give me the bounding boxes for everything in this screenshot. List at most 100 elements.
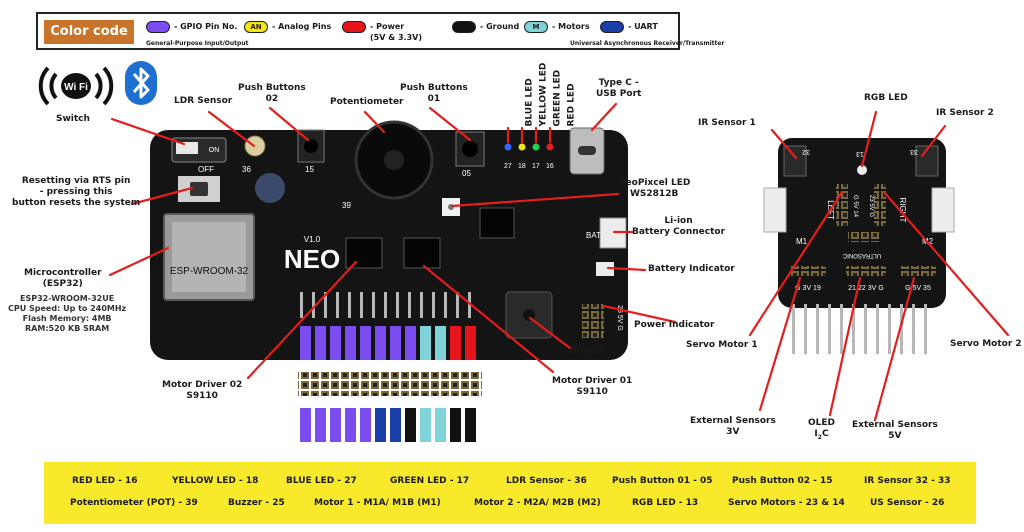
label-external-sensors-3v: External Sensors 3V: [690, 416, 776, 437]
pin-color-block: [375, 326, 386, 360]
pin-map-cell: GREEN LED - 17: [390, 476, 470, 486]
legend-label: - Motors: [552, 22, 590, 31]
microcontroller-spec: ESP32-WROOM-32UE CPU Speed: Up to 240MHz…: [8, 294, 127, 333]
pin-color-block: [390, 326, 401, 360]
label-blue-led: BLUE LED: [524, 78, 535, 127]
legend-item: - Power (5V & 3.3V): [342, 21, 422, 43]
legend-swatch: [342, 21, 366, 33]
pin-color-block: [390, 408, 401, 442]
pin-map-cell: Motor 2 - M2A/ M2B (M2): [474, 498, 601, 508]
pin-color-block: [375, 408, 386, 442]
blue-led-part: [504, 143, 512, 151]
svg-text:32: 32: [802, 148, 810, 155]
label-external-sensors-5v: External Sensors 5V: [852, 420, 938, 441]
pin-color-block: [360, 408, 371, 442]
label-servo-motor-1: Servo Motor 1: [686, 340, 758, 350]
svg-text:27: 27: [504, 163, 512, 170]
pin-color-block: [450, 408, 461, 442]
legend-swatch: [600, 21, 624, 33]
label-motor-driver-02: Motor Driver 02 S9110: [162, 380, 243, 401]
label-ir-sensor-2: IR Sensor 2: [936, 108, 994, 118]
label-buzzer: Buzzer: [570, 346, 605, 356]
pin-map-cell: LDR Sensor - 36: [506, 476, 587, 486]
label-yellow-led: YELLOW LED: [538, 62, 549, 127]
pin-color-block: [435, 408, 446, 442]
label-push-buttons-01: Push Buttons 01: [400, 83, 468, 104]
legend-item: - UART: [600, 21, 658, 33]
label-potentiometer: Potentiometer: [330, 97, 404, 107]
pin-labels-bottom: [300, 408, 476, 442]
svg-text:36: 36: [242, 165, 251, 174]
legend-label: - Power (5V & 3.3V): [370, 22, 422, 42]
svg-text:23 5V G: 23 5V G: [868, 195, 874, 217]
pin-color-block: [420, 326, 431, 360]
pin-color-block: [300, 408, 311, 442]
rgb-led-part: [857, 165, 867, 175]
svg-text:M1: M1: [796, 237, 808, 246]
pin-map-cell: RED LED - 16: [72, 476, 138, 486]
svg-text:17: 17: [532, 163, 540, 170]
wifi-icon: Wi Fi: [38, 66, 114, 106]
red-led-part: [546, 143, 554, 151]
svg-text:21 22 3V G: 21 22 3V G: [848, 285, 883, 292]
pin-color-block: [420, 408, 431, 442]
svg-text:G 3V 19: G 3V 19: [795, 285, 821, 292]
leader-lines: [108, 102, 1010, 422]
legend-item: - GPIO Pin No.: [146, 21, 237, 33]
pin-labels-top: [300, 326, 476, 360]
legend-label: - GPIO Pin No.: [174, 22, 238, 31]
label-liion-connector: Li-ion Battery Connector: [632, 216, 726, 237]
legend-swatch: M: [524, 21, 548, 33]
label-usb-port: Type C - USB Port: [596, 78, 642, 99]
label-microcontroller: Microcontroller (ESP32): [24, 268, 102, 289]
board-pin-stubs: [300, 292, 471, 318]
switch-on-text: ON: [209, 147, 220, 154]
legend-label: - UART: [628, 22, 658, 31]
pin-map-cell: BLUE LED - 27: [286, 476, 357, 486]
label-battery-indicator: Battery Indicator: [648, 264, 735, 274]
label-switch: Switch: [56, 114, 90, 124]
pin-color-block: [360, 326, 371, 360]
label-green-led: GREEN LED: [552, 69, 563, 127]
label-rgb-led: RGB LED: [864, 93, 908, 103]
pin-map-cell: Push Button 02 - 15: [732, 476, 833, 486]
svg-text:15: 15: [305, 165, 314, 174]
pin-color-block: [435, 326, 446, 360]
pin-map-table: RED LED - 16 YELLOW LED - 18 BLUE LED - 27…: [44, 462, 976, 524]
ir-sensor-1-part: [783, 145, 807, 177]
label-oled: OLED I2C: [808, 418, 835, 443]
wifi-text: Wi Fi: [64, 82, 88, 93]
svg-text:RIGHT: RIGHT: [898, 198, 907, 223]
led-label-group: BLUE LED YELLOW LED GREEN LED RED LED: [499, 62, 577, 130]
label-ir-sensor-1: IR Sensor 1: [698, 118, 756, 128]
pin-color-block: [405, 408, 416, 442]
pin-color-block: [315, 326, 326, 360]
legend-swatch: [146, 21, 170, 33]
pin-map-cell: US Sensor - 26: [870, 498, 945, 508]
board-diagram: ON OFF 36 15 05 39 27 18 17 16: [108, 102, 1010, 442]
yellow-led-part: [518, 143, 526, 151]
label-motor-driver-01: Motor Driver 01 S9110: [552, 376, 633, 397]
label-reset: Resetting via RTS pin - pressing this bu…: [12, 176, 141, 208]
svg-text:18: 18: [518, 163, 526, 170]
pin-map-cell: YELLOW LED - 18: [172, 476, 259, 486]
label-neopixel: NeoPixcel LED WS2812B: [618, 178, 691, 199]
pin-color-block: [315, 408, 326, 442]
pin-color-block: [450, 326, 461, 360]
addon-pin-stubs: [792, 304, 927, 354]
svg-text:16: 16: [546, 163, 554, 170]
neo-logo: NEO: [284, 244, 340, 274]
legend-label: - Analog Pins: [272, 22, 332, 31]
svg-text:G 5V 14: G 5V 14: [852, 195, 858, 218]
motor-driver-01-chip: [403, 237, 441, 269]
svg-text:05: 05: [462, 169, 471, 178]
bluetooth-icon: [125, 61, 157, 105]
pin-color-block: [330, 408, 341, 442]
label-oled-2: 2: [817, 433, 822, 441]
pin-header-strip: [298, 372, 482, 396]
pin-map-cell: RGB LED - 13: [632, 498, 699, 508]
switch-off-text: OFF: [198, 165, 214, 174]
legend-swatch: [452, 21, 476, 33]
svg-text:13: 13: [856, 150, 864, 157]
pin-color-block: [405, 326, 416, 360]
